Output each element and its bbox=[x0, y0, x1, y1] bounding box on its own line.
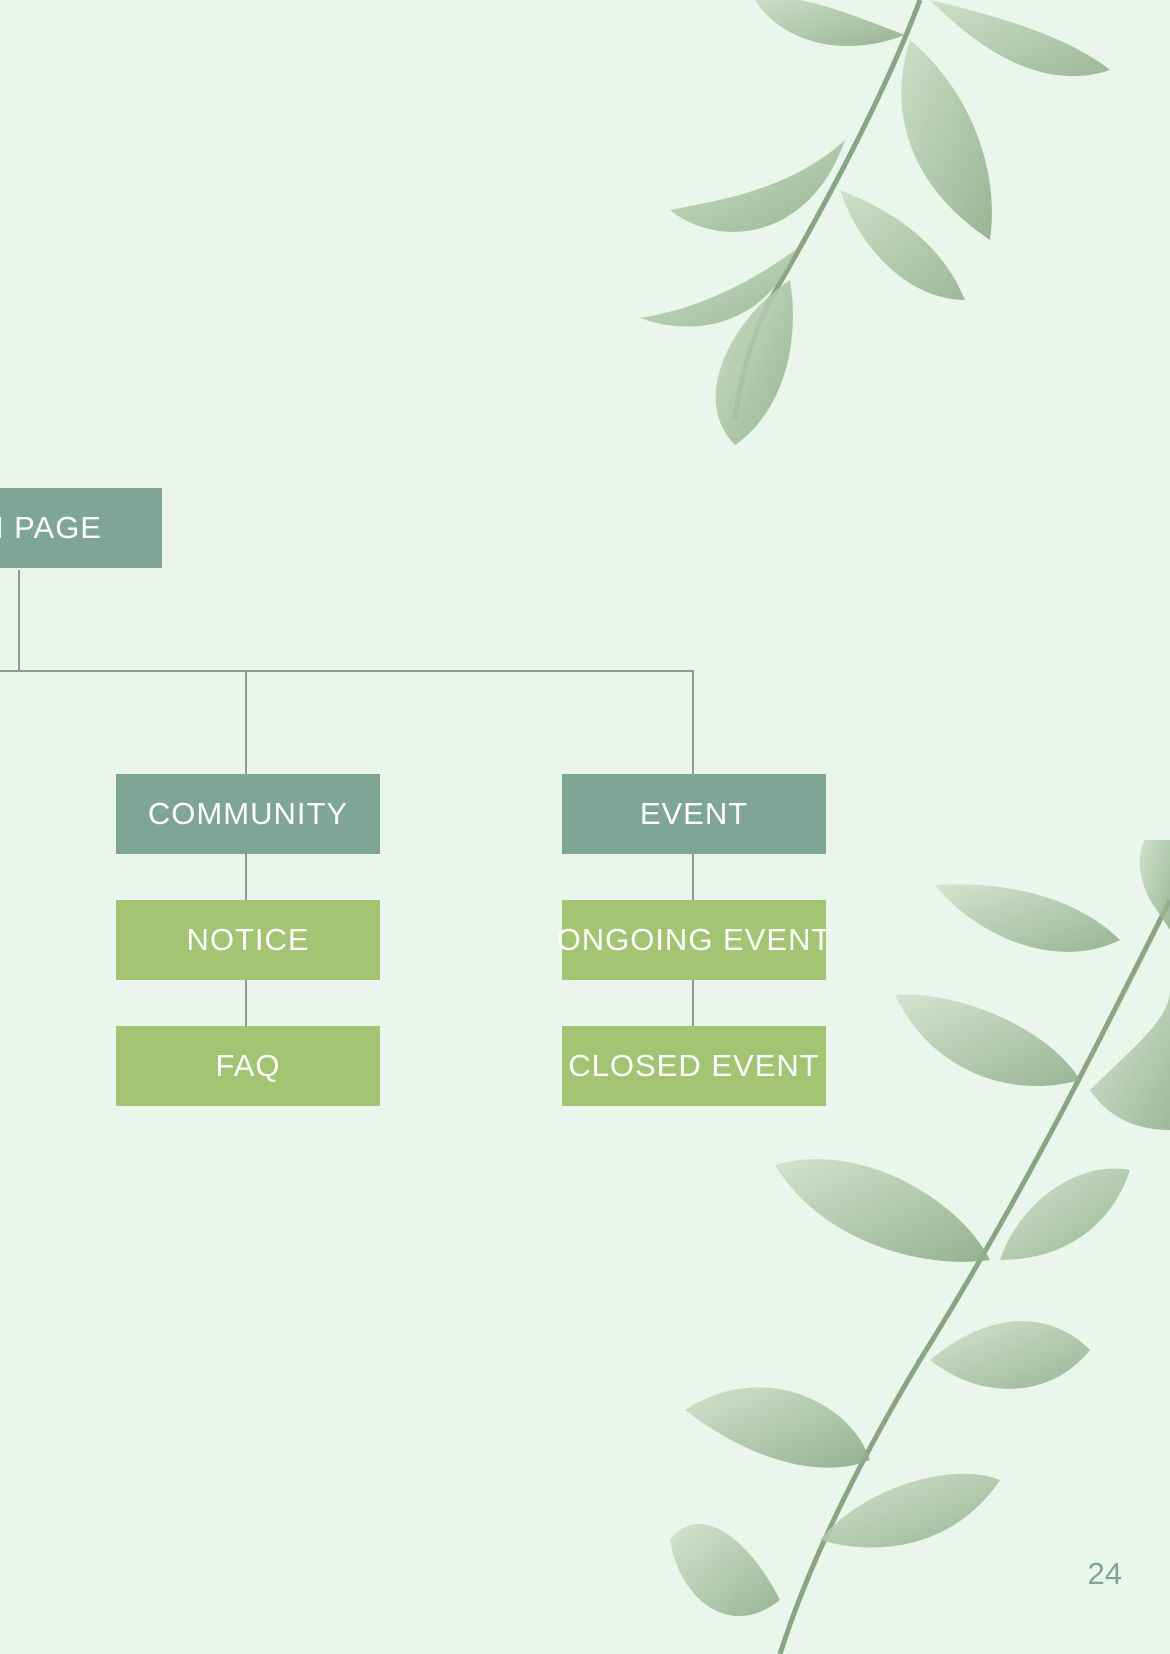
connector-event-ongoing bbox=[692, 854, 694, 900]
page-number: 24 bbox=[1087, 1556, 1122, 1591]
connector-ongoing-closed bbox=[692, 980, 694, 1026]
community-label: COMMUNITY bbox=[147, 796, 349, 831]
connector-event-drop bbox=[692, 670, 694, 774]
event-label: EVENT bbox=[639, 796, 749, 831]
ongoing-event-label: ONGOING EVENT bbox=[556, 922, 832, 957]
connector-root-down bbox=[18, 570, 20, 672]
connector-notice-faq bbox=[245, 980, 247, 1026]
connector-community-drop bbox=[245, 670, 247, 774]
leaf-branch-top-icon bbox=[640, 0, 1110, 445]
connector-horizontal bbox=[0, 670, 694, 672]
community-node[interactable]: COMMUNITY bbox=[116, 774, 380, 854]
notice-node[interactable]: NOTICE bbox=[116, 900, 380, 980]
main-page-node[interactable]: MAIN PAGE bbox=[0, 488, 162, 568]
main-page-label: MAIN PAGE bbox=[0, 510, 102, 545]
event-node[interactable]: EVENT bbox=[562, 774, 826, 854]
faq-node[interactable]: FAQ bbox=[116, 1026, 380, 1106]
notice-label: NOTICE bbox=[186, 922, 310, 957]
closed-event-node[interactable]: CLOSED EVENT bbox=[562, 1026, 826, 1106]
closed-event-label: CLOSED EVENT bbox=[568, 1048, 820, 1083]
faq-label: FAQ bbox=[215, 1048, 281, 1083]
connector-community-notice bbox=[245, 854, 247, 900]
ongoing-event-node[interactable]: ONGOING EVENT bbox=[557, 900, 830, 980]
